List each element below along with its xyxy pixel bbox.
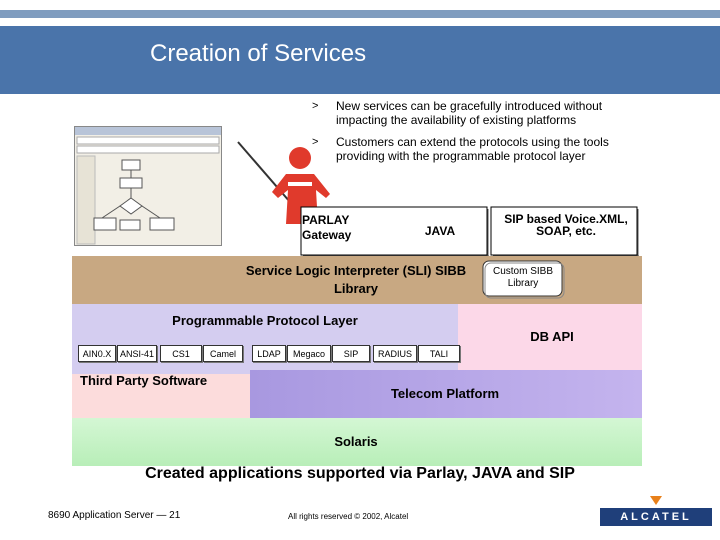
- java-label: JAVA: [424, 224, 456, 238]
- third-party-label: Third Party Software: [80, 373, 208, 388]
- protocol-tag: Camel: [203, 345, 243, 362]
- telecom-label: Telecom Platform: [390, 386, 500, 401]
- slide-title: Creation of Services: [150, 40, 367, 67]
- custom-sibb-box: [482, 260, 565, 299]
- footer-page-label: 8690 Application Server — 21: [48, 510, 181, 521]
- telecom-band: [250, 370, 642, 418]
- custom-sibb-label: Custom SIBB Library: [492, 266, 554, 289]
- bullet-marker: >: [312, 136, 319, 148]
- db-api-band: [458, 304, 642, 374]
- third-party-band: [72, 374, 250, 418]
- protocol-tag: RADIUS: [373, 345, 417, 362]
- solaris-band: [72, 418, 642, 466]
- solaris-label: Solaris: [334, 434, 378, 449]
- alcatel-logo: ALCATEL: [600, 508, 712, 526]
- protocol-tag: TALI: [418, 345, 460, 362]
- protocol-tag: Megaco: [287, 345, 331, 362]
- application-screenshot-thumbnail: [74, 126, 222, 246]
- ppl-label: Programmable Protocol Layer: [172, 313, 358, 328]
- parlay-java-box: [300, 206, 489, 257]
- bullet-marker: >: [312, 100, 319, 112]
- diagram-caption: Created applications supported via Parla…: [145, 465, 575, 482]
- protocol-tag: ANSI-41: [117, 345, 157, 362]
- protocol-tag: SIP: [332, 345, 370, 362]
- sip-based-label: SIP based Voice.XML, SOAP, etc.: [504, 212, 628, 238]
- bullet-text: Customers can extend the protocols using…: [336, 135, 609, 163]
- protocol-tag: LDAP: [252, 345, 286, 362]
- bullet-text: New services can be gracefully introduce…: [336, 99, 603, 127]
- top-accent-band: [0, 10, 720, 18]
- protocol-tag: CS1: [160, 345, 202, 362]
- parlay-gateway-label: PARLAY Gateway: [302, 213, 352, 242]
- alcatel-logo-triangle-icon: [650, 496, 662, 505]
- title-bar: [0, 26, 720, 94]
- footer-copyright: All rights reserved © 2002, Alcatel: [288, 512, 409, 521]
- sli-label: Service Logic Interpreter (SLI) SIBB Lib…: [245, 263, 467, 296]
- db-api-label: DB API: [530, 329, 574, 344]
- protocol-tag: AIN0.X: [78, 345, 116, 362]
- ppl-band: [72, 304, 462, 374]
